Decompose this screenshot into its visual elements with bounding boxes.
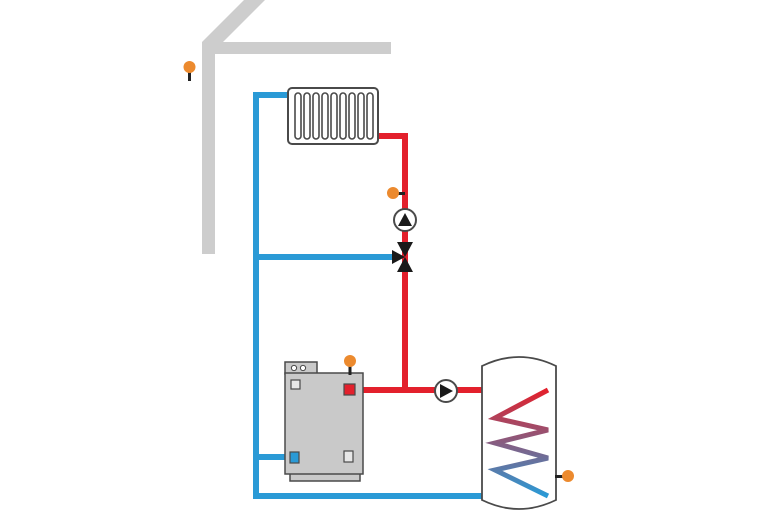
hot-water-tank-icon (481, 356, 557, 510)
heat-exchanger-coil (485, 387, 550, 499)
boiler-icon (284, 361, 364, 482)
house-outline (202, 0, 391, 254)
mixing-valve-icon (392, 242, 413, 272)
tank-sensor-icon (555, 470, 574, 482)
tank-pump-icon (434, 379, 458, 403)
boiler-sensor-icon (344, 355, 356, 375)
heating-pump-icon (393, 208, 417, 232)
radiator-icon (287, 87, 379, 145)
flow-sensor-icon (387, 187, 405, 199)
outdoor-sensor-icon (183, 61, 196, 81)
return-pipe-radiator (253, 92, 548, 499)
flow-pipe-radiator (376, 133, 408, 390)
flow-pipes (355, 133, 548, 393)
